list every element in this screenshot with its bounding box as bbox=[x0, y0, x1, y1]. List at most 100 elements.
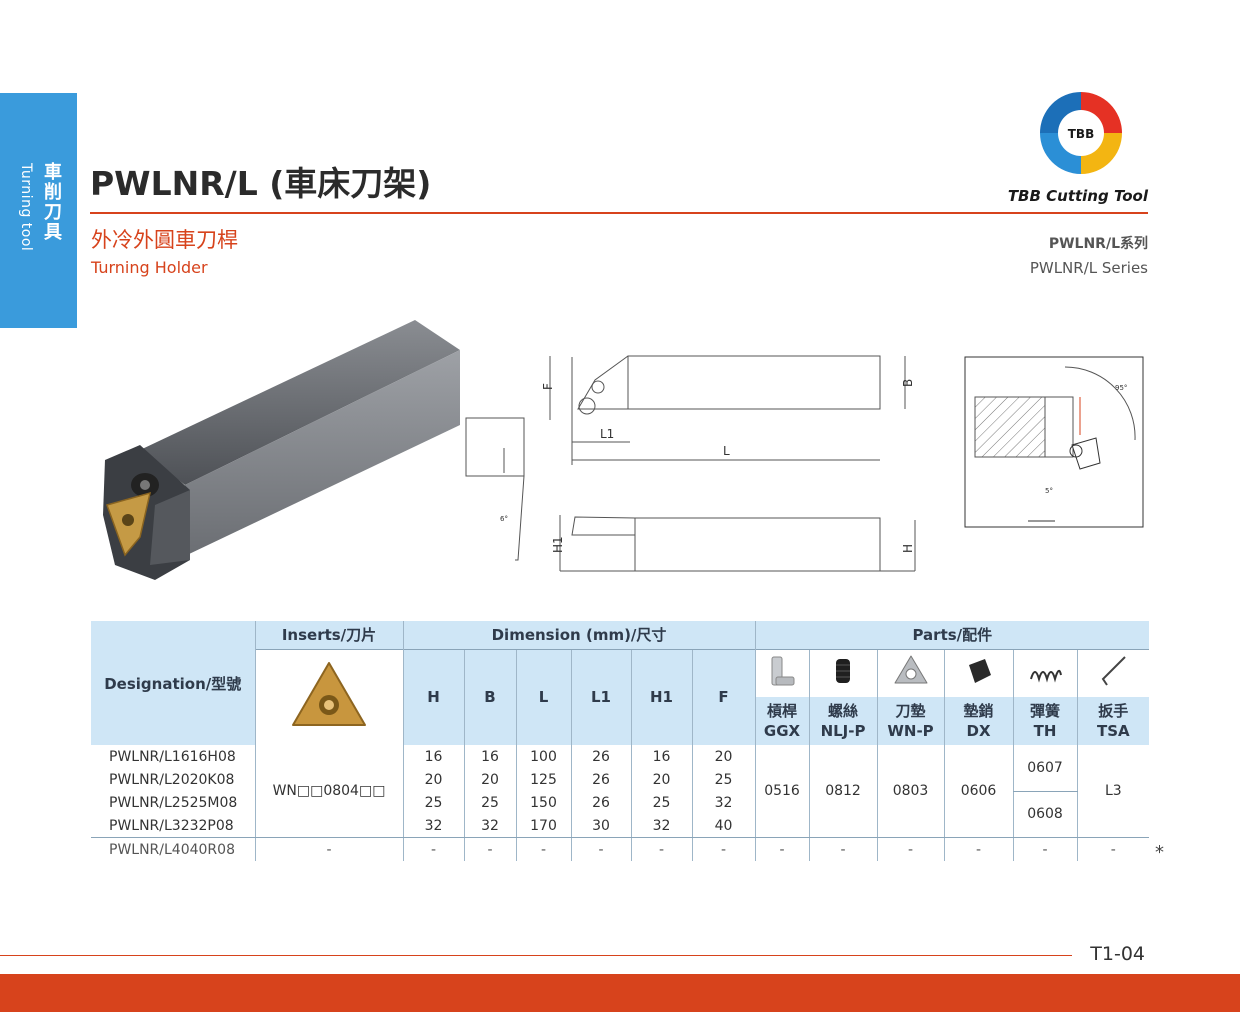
shim-label-zh: 刀墊 bbox=[895, 702, 926, 720]
pin-icon bbox=[943, 648, 1014, 697]
subtitle-zh: 外冷外圓車刀桿 bbox=[91, 228, 238, 252]
value-cell: 100 bbox=[515, 745, 571, 768]
label-h1: H1 bbox=[551, 536, 565, 553]
lever-label-zh: 槓桿 bbox=[767, 702, 798, 720]
dash-cell: - bbox=[402, 837, 464, 861]
value-cell: 25 bbox=[402, 791, 464, 814]
value-cell: 20 bbox=[402, 768, 464, 791]
designation-cell: PWLNR/L3232P08 bbox=[91, 814, 255, 838]
col-L1: L1 bbox=[570, 648, 631, 745]
value-cell: 32 bbox=[691, 791, 756, 814]
designation-cell: PWLNR/L2525M08 bbox=[109, 794, 238, 811]
dash-cell: - bbox=[1012, 837, 1078, 861]
dash-cell: - bbox=[943, 837, 1014, 861]
ggx-value: 0516 bbox=[754, 745, 810, 838]
lever-icon bbox=[754, 648, 810, 697]
label-b: B bbox=[901, 379, 915, 387]
table-row: PWLNR/L2020K08 20 20 125 26 20 25 bbox=[91, 768, 1149, 791]
series-label-zh: PWLNR/L系列 bbox=[1048, 236, 1148, 252]
lever-code: GGX bbox=[763, 722, 801, 740]
col-F: F bbox=[691, 648, 756, 745]
spec-table: Designation/型號 Inserts/刀片 Dimension (mm)… bbox=[91, 621, 1150, 861]
value-cell: 25 bbox=[630, 791, 692, 814]
screw-label-zh: 螺絲 bbox=[828, 702, 859, 720]
nlj-value: 0812 bbox=[808, 745, 878, 838]
table-row: PWLNR/L1616H08 WN□□0804□□ 16 16 100 26 1… bbox=[91, 745, 1150, 838]
col-B: B bbox=[463, 648, 516, 745]
footer-bar bbox=[0, 974, 1240, 1012]
col-inserts: Inserts/刀片 bbox=[254, 621, 403, 649]
value-cell: 26 bbox=[570, 768, 631, 791]
value-cell: 25 bbox=[691, 768, 756, 791]
col-dimension: Dimension (mm)/尺寸 bbox=[402, 621, 756, 649]
wnp-value: 0803 bbox=[876, 745, 945, 838]
wrench-code: TSA bbox=[1096, 722, 1130, 740]
insert-icon bbox=[292, 662, 366, 727]
col-H: H bbox=[402, 648, 464, 745]
value-cell: 30 bbox=[570, 814, 631, 838]
footnote-star: * bbox=[1155, 842, 1164, 863]
tsa-value: L3 bbox=[1076, 745, 1150, 838]
col-wrench: 扳手 TSA bbox=[1076, 697, 1150, 745]
col-spring: 彈簧 TH bbox=[1012, 697, 1078, 745]
col-designation: Designation/型號 bbox=[91, 621, 255, 745]
side-tab-label-zh: 車削刀具 bbox=[44, 162, 62, 243]
label-angle-5: 5° bbox=[1045, 487, 1053, 495]
table-row: PWLNR/L4040R08 - - - - - - - - - - - - - bbox=[91, 837, 1150, 861]
subtitle-en: Turning Holder bbox=[91, 258, 208, 277]
value-cell: 32 bbox=[463, 814, 516, 838]
dash-cell: - bbox=[630, 837, 692, 861]
wrench-label-zh: 扳手 bbox=[1098, 702, 1129, 720]
series-label-en: PWLNR/L Series bbox=[1029, 259, 1148, 277]
col-H1: H1 bbox=[630, 648, 692, 745]
brand-name: TBB Cutting Tool bbox=[1007, 187, 1148, 205]
label-angle-6: 6° bbox=[500, 515, 508, 523]
dash-cell: - bbox=[876, 837, 945, 861]
pin-code: DX bbox=[966, 722, 991, 740]
dash-cell: - bbox=[1076, 837, 1150, 861]
value-cell: 16 bbox=[402, 745, 464, 768]
screw-code: NLJ-P bbox=[820, 722, 866, 740]
footer-rule bbox=[0, 955, 1072, 956]
tool-photo bbox=[103, 320, 460, 580]
value-cell: 40 bbox=[691, 814, 756, 838]
value-cell: 170 bbox=[515, 814, 571, 838]
value-cell: 32 bbox=[630, 814, 692, 838]
label-angle-95: 95° bbox=[1115, 384, 1127, 392]
value-cell: 26 bbox=[570, 745, 631, 768]
value-cell: 16 bbox=[630, 745, 692, 768]
col-L: L bbox=[515, 648, 571, 745]
dash-cell: - bbox=[515, 837, 571, 861]
page-title: PWLNR/L (車床刀架) bbox=[90, 164, 432, 203]
table-row: PWLNR/L3232P08 32 32 170 30 32 40 bbox=[91, 814, 1149, 838]
dash-cell: - bbox=[570, 837, 631, 861]
dx-value: 0606 bbox=[943, 745, 1014, 838]
tbb-logo: TBB bbox=[1040, 92, 1122, 174]
col-screw: 螺絲 NLJ-P bbox=[808, 697, 878, 745]
spring-icon bbox=[1012, 648, 1078, 697]
value-cell: 26 bbox=[570, 791, 631, 814]
value-cell: 20 bbox=[630, 768, 692, 791]
shim-code: WN-P bbox=[887, 722, 934, 740]
designation-cell: PWLNR/L4040R08 bbox=[109, 841, 235, 858]
value-cell: 25 bbox=[463, 791, 516, 814]
col-lever: 槓桿 GGX bbox=[754, 697, 810, 745]
designation-cell: PWLNR/L1616H08 bbox=[109, 748, 236, 765]
side-tab bbox=[0, 93, 77, 328]
value-cell: 150 bbox=[515, 791, 571, 814]
insert-code-cell: WN□□0804□□ bbox=[254, 745, 403, 838]
value-cell: 20 bbox=[691, 745, 756, 768]
spring-code: TH bbox=[1033, 722, 1057, 740]
page-number: T1-04 bbox=[1090, 943, 1145, 965]
th-value-a: 0607 bbox=[1012, 745, 1078, 792]
wrench-icon bbox=[1076, 648, 1150, 697]
dash-cell: - bbox=[691, 837, 756, 861]
label-h: H bbox=[901, 544, 915, 553]
th-value-b: 0608 bbox=[1012, 791, 1078, 838]
col-shim: 刀墊 WN-P bbox=[876, 697, 945, 745]
col-parts: Parts/配件 bbox=[754, 621, 1150, 649]
dash-cell: - bbox=[254, 837, 403, 861]
spring-label-zh: 彈簧 bbox=[1030, 702, 1061, 720]
dash-cell: - bbox=[808, 837, 878, 861]
